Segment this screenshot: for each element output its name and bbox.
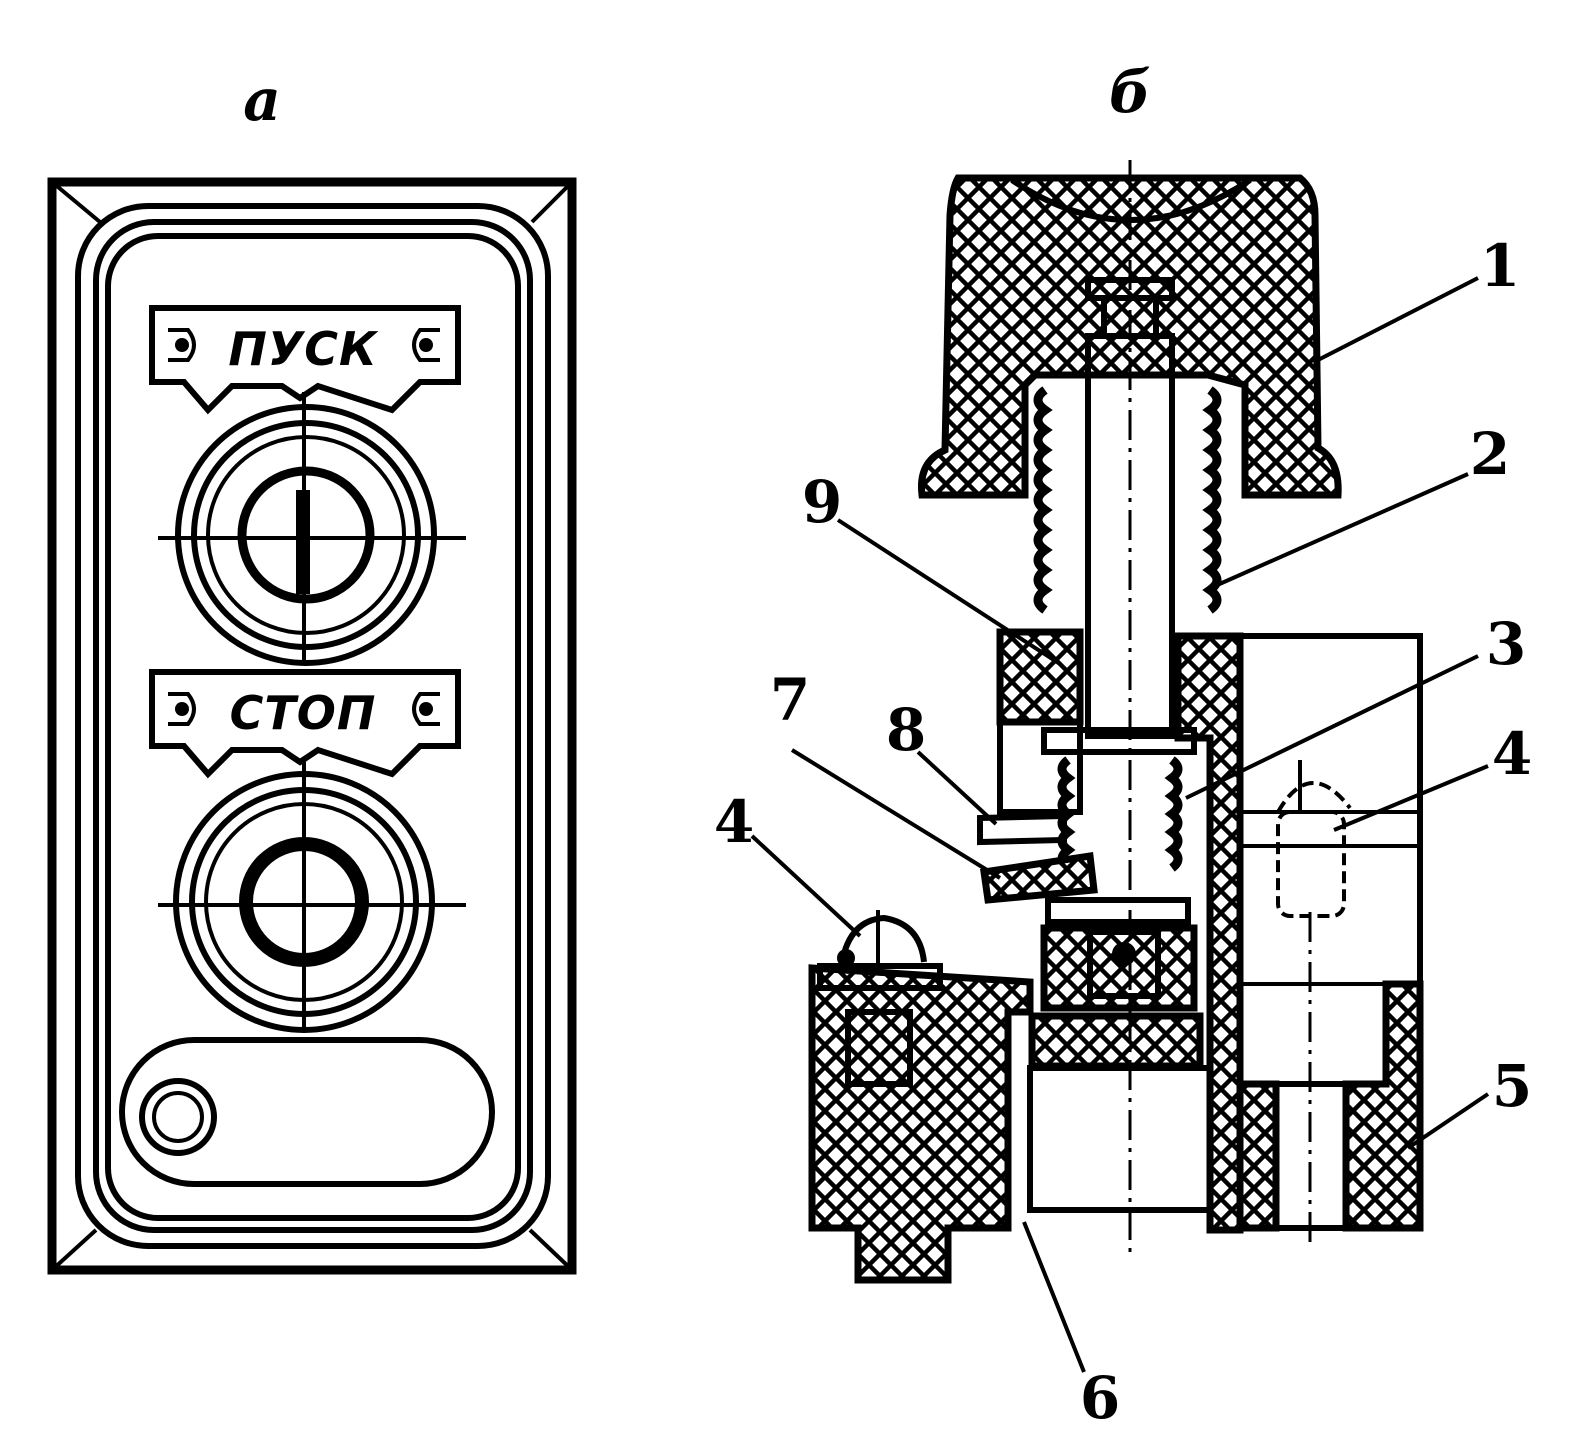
terminal-screw-left — [837, 910, 927, 968]
callout-5: 5 — [1492, 1052, 1532, 1120]
callout-1: 1 — [1480, 232, 1520, 300]
guide-bushing — [996, 628, 1084, 726]
stop-button[interactable] — [158, 762, 466, 1033]
start-label-text: ПУСК — [228, 322, 379, 376]
panel-a-letter: а — [243, 66, 281, 134]
stop-label-plate: СТОП — [149, 669, 461, 779]
callout-labels: 1 2 3 4 5 6 7 8 9 4 — [714, 232, 1532, 1432]
callout-8: 8 — [886, 696, 926, 764]
start-button[interactable] — [158, 392, 466, 666]
stop-label-text: СТОП — [230, 686, 377, 740]
base-block — [808, 963, 1213, 1284]
callout-3: 3 — [1486, 610, 1526, 678]
terminal-screw-right — [1276, 760, 1352, 918]
indicator-window — [119, 1037, 495, 1187]
panel-b-letter: б — [1109, 58, 1151, 126]
callout-7: 7 — [770, 666, 810, 734]
callout-4-left: 4 — [714, 788, 754, 856]
station-housing — [47, 177, 577, 1275]
leader-lines — [750, 276, 1490, 1373]
start-label-plate: ПУСК — [149, 305, 461, 415]
panel-b: б — [714, 58, 1532, 1432]
return-spring — [1033, 386, 1222, 614]
contact-spring — [1057, 756, 1183, 872]
fixed-contact — [980, 851, 1098, 904]
callout-9: 9 — [802, 468, 842, 536]
panel-a: а ПУСК — [47, 66, 577, 1275]
callout-2: 2 — [1470, 420, 1510, 488]
callout-6: 6 — [1080, 1364, 1120, 1432]
movable-contact — [977, 812, 1067, 846]
housing-body — [1236, 633, 1424, 1232]
callout-4-right: 4 — [1492, 720, 1532, 788]
